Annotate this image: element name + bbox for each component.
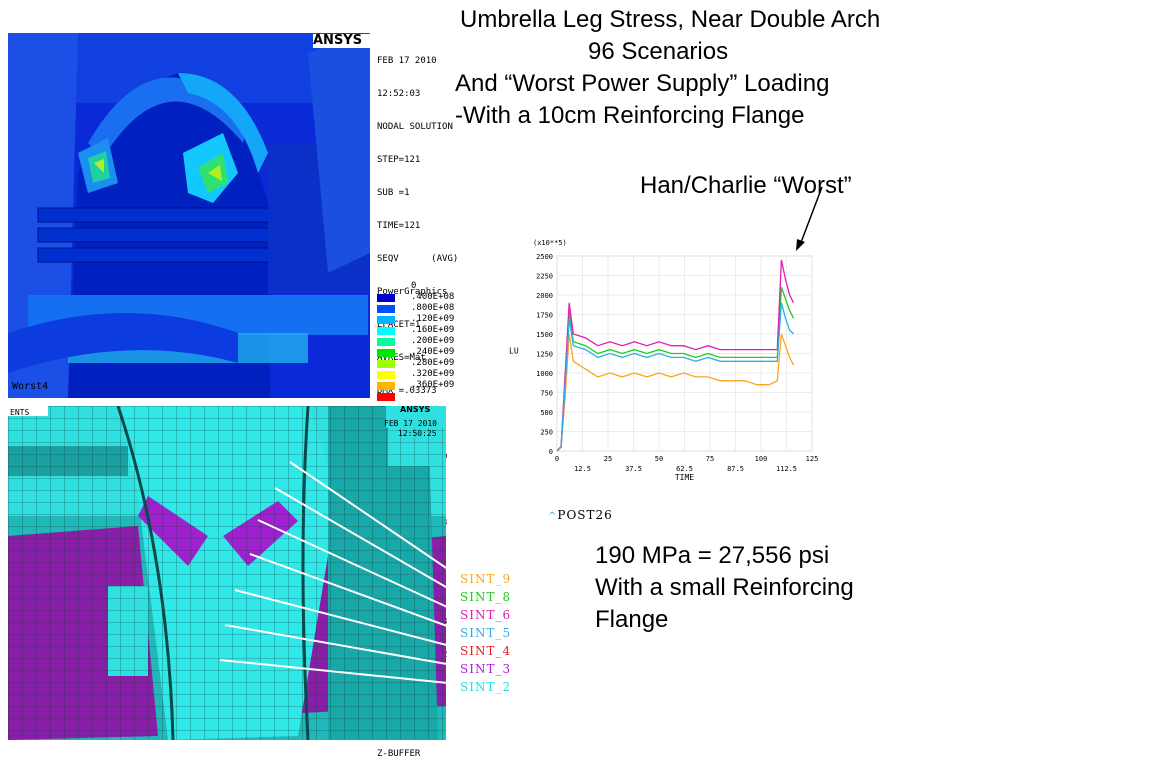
info-line: SUB =1 [377,188,410,198]
x-tick-label: 112.5 [776,465,797,473]
sint-labels: SINT_9 SINT_8 SINT_6 SINT_5 SINT_4 SINT_… [460,570,511,696]
bottom-model-logo: ANSYS [400,406,430,414]
y-tick-label: 1750 [536,312,553,320]
top-model-caption: Worst4 [12,381,48,392]
result-line: Flange [595,606,669,633]
x-tick-label: 50 [655,455,663,463]
info-line: PowerGraphics [377,287,448,297]
legend-swatch [377,337,395,346]
y-axis-label: LU [509,347,519,356]
title-line: Umbrella Leg Stress, Near Double Arch [460,6,881,33]
legend-row: .320E+09 [377,369,467,380]
caret-icon: ^ [548,511,558,522]
worst-label: Han/Charlie “Worst” [640,172,852,199]
y-tick-label: 1000 [536,370,553,378]
y-tick-label: 750 [540,390,553,398]
legend-row: .280E+09 [377,358,467,369]
legend-row: .800E+08 [377,303,467,314]
x-tick-label: 62.5 [676,465,693,473]
title-line: And “Worst Power Supply” Loading [455,70,830,97]
contour-legend: 0 .400E+08 .800E+08 .120E+09 .160E+09 .2… [377,281,467,402]
mesh-plot: ENTS ANSYS FEB 17 2010 12:50:25 [8,406,446,740]
top-model-view: Worst4 [8,33,370,398]
post-label: ^POST26 [548,508,613,522]
y-tick-label: 250 [540,429,553,437]
info-line: FEB 17 2010 [377,56,437,66]
legend-swatch [377,326,395,335]
bottom-model-date: FEB 17 2010 [384,419,437,428]
sint-label: SINT_2 [460,680,512,694]
y-tick-label: 0 [549,448,553,456]
bottom-model-corner: ENTS [10,408,29,417]
bottom-model-time: 12:50:25 [398,429,437,438]
info-line: SEQV (AVG) [377,254,459,264]
legend-row: .360E+09 [377,380,467,391]
bottom-model-view: ENTS ANSYS FEB 17 2010 12:50:25 [8,406,446,740]
sint-label: SINT_5 [460,626,512,640]
info-line: NODAL SOLUTION [377,122,453,132]
result-line: 190 MPa = 27,556 psi [595,542,830,569]
slide-title: Umbrella Leg Stress, Near Double Arch 96… [455,4,955,132]
x-tick-label: 12.5 [574,465,591,473]
x-tick-label: 0 [555,455,559,463]
legend-swatch [377,359,395,368]
y-tick-label: 1250 [536,351,553,359]
y-tick-label: 1500 [536,331,553,339]
info-line: TIME=121 [377,221,421,231]
title-line: -With a 10cm Reinforcing Flange [455,102,805,129]
legend-swatch [377,348,395,357]
title-line: 96 Scenarios [588,38,729,65]
x-tick-label: 37.5 [625,465,642,473]
y-tick-label: 2250 [536,273,553,281]
series-line [556,286,795,452]
x-tick-label: 125 [806,455,819,463]
info-line: AVRES=Mat [377,353,426,363]
result-text: 190 MPa = 27,556 psi With a small Reinfo… [595,540,955,636]
legend-row: .200E+09 [377,336,467,347]
info-line: Z-BUFFER [377,749,421,759]
leader-lines [219,461,459,685]
legend-swatch [377,370,395,379]
info-line: DMX =.03373 [377,386,437,396]
legend-swatch [377,304,395,313]
legend-row: .160E+09 [377,325,467,336]
series-line [556,302,795,452]
y-tick-label: 500 [540,409,553,417]
sint-label: SINT_4 [460,644,512,658]
legend-swatch [377,293,395,302]
legend-row: 0 [411,281,417,291]
x-tick-label: 75 [706,455,714,463]
x-tick-label: 25 [604,455,612,463]
legend-row: .400E+08 [377,292,467,303]
y-multiplier-label: (x10**5) [533,239,567,247]
arrow-icon [796,186,823,251]
x-tick-label: 100 [755,455,768,463]
legend-swatch [377,392,395,401]
series-line [556,333,795,452]
legend-swatch [377,315,395,324]
x-axis-label: TIME [675,473,694,482]
info-line: 12:52:03 [377,89,421,99]
time-history-chart: 012.52537.55062.57587.5100112.5125025050… [509,239,819,482]
legend-swatch [377,381,395,390]
y-tick-label: 2000 [536,292,553,300]
result-line: With a small Reinforcing [595,574,854,601]
legend-row: .120E+09 [377,314,467,325]
sint-label: SINT_3 [460,662,512,676]
info-line: EFACET=1 [377,320,421,330]
info-line: STEP=121 [377,155,421,165]
y-tick-label: 2500 [536,253,553,261]
stress-contour-plot: Worst4 [8,33,370,398]
sint-label: SINT_6 [460,608,512,622]
sint-label: SINT_9 [460,572,512,586]
ansys-logo: ANSYS [313,34,371,48]
series-line [556,259,795,452]
legend-row [377,391,467,402]
legend-row: .240E+09 [377,347,467,358]
sint-label: SINT_8 [460,590,512,604]
x-tick-label: 87.5 [727,465,744,473]
